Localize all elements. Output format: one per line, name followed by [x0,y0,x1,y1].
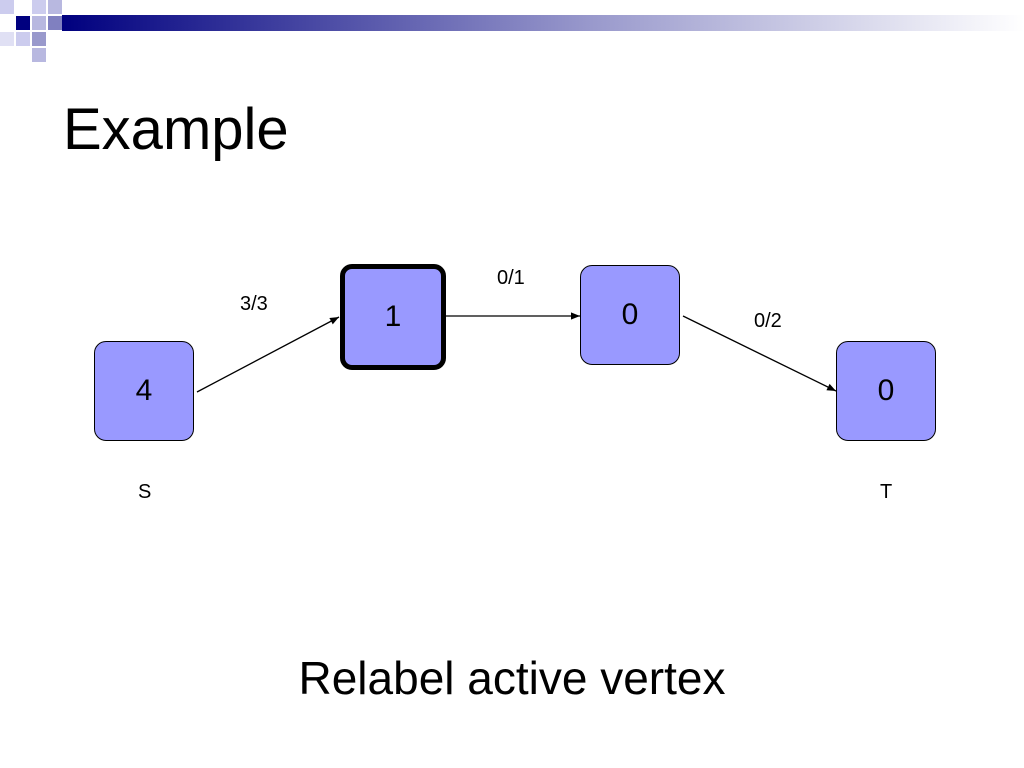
node-active: 1 [340,264,446,370]
node-middle: 0 [580,265,680,365]
node-height-label: 4 [135,374,153,407]
edge-label-s-to-a: 3/3 [240,293,268,315]
slide-caption: Relabel active vertex [298,652,726,704]
node-caption-sink: T [880,481,893,503]
edge-s-to-a [196,316,340,393]
slide-title: Example [63,97,289,162]
node-height-label: 0 [877,374,895,407]
node-caption-source: S [138,481,152,503]
edge-label-b-to-t: 0/2 [754,310,782,332]
node-height-label: 1 [384,300,402,333]
node-sink: 0 [836,341,936,441]
node-source: 4 [94,341,194,441]
slide-header-band [0,0,1024,62]
edge-b-to-t [682,315,837,392]
edge-label-a-to-b: 0/1 [497,267,525,289]
node-height-label: 0 [621,298,639,331]
